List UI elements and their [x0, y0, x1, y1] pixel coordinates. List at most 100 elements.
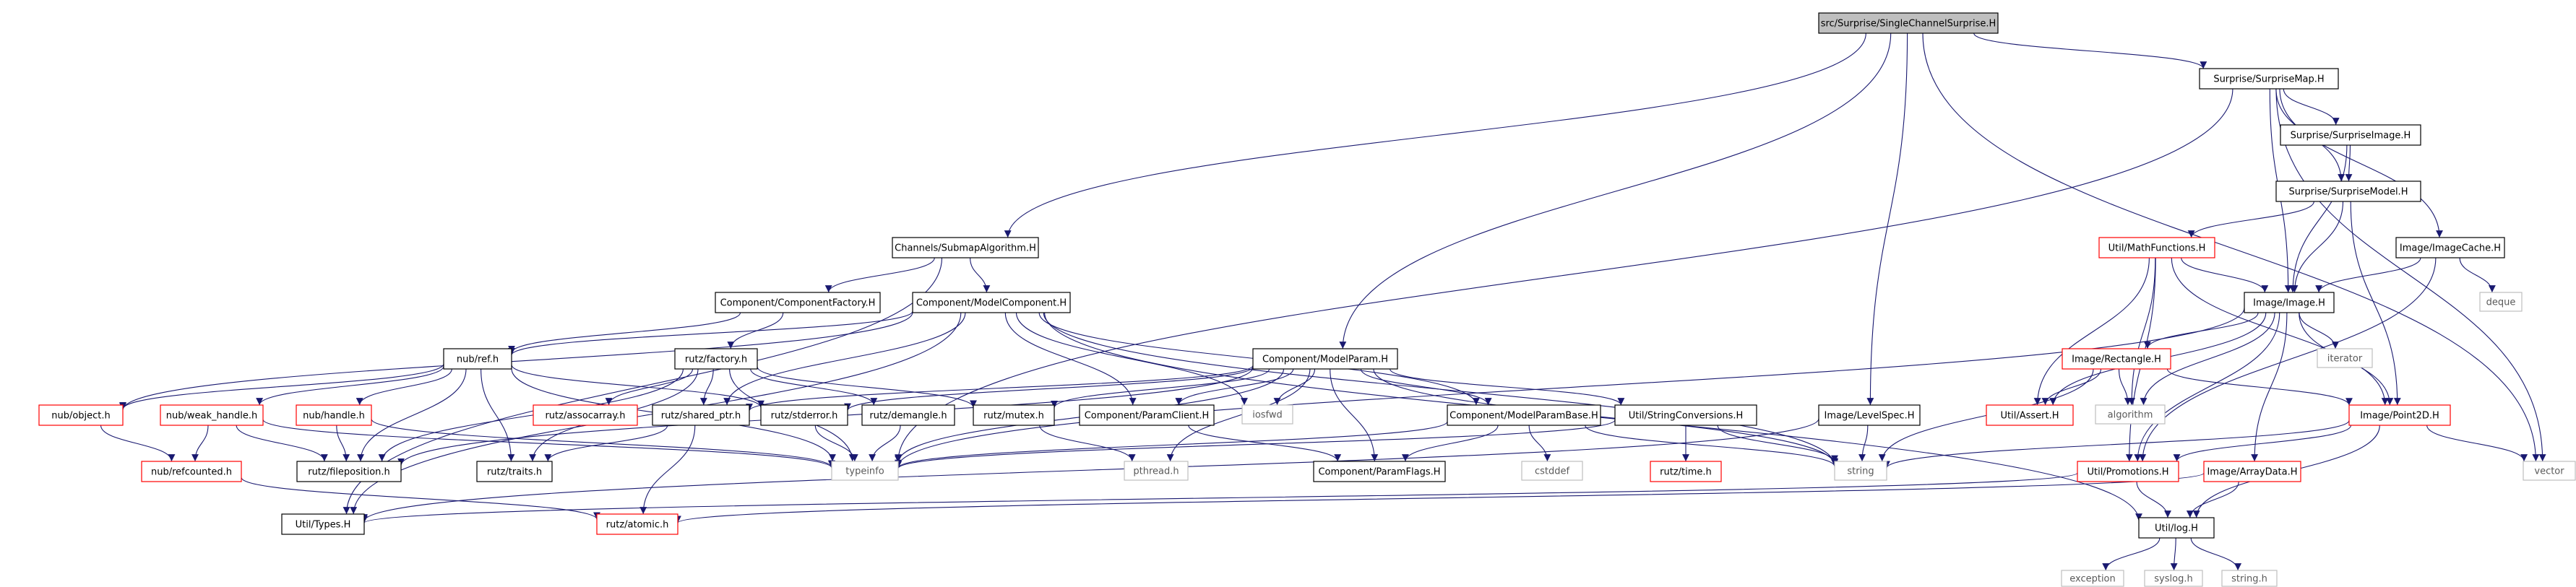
edge-MathFunctions-to-UtilAssert — [2033, 257, 2150, 406]
edge-SurpriseModel-to-Point2D — [2350, 201, 2401, 406]
edge-sharedptr-to-atomic — [639, 425, 696, 515]
node-mutex[interactable]: rutz/mutex.h — [973, 404, 1055, 426]
node-demangle[interactable]: rutz/demangle.h — [861, 404, 955, 426]
node-box — [2395, 237, 2505, 258]
node-MathFunctions[interactable]: Util/MathFunctions.H — [2098, 237, 2215, 258]
node-typeinfo: typeinfo — [831, 461, 899, 481]
edge-ModelParamBase-to-typeinfo — [895, 421, 1448, 469]
node-string: string — [1834, 461, 1887, 481]
node-ImageH[interactable]: Image/Image.H — [2244, 292, 2335, 313]
node-weakhandle[interactable]: nub/weak_handle.h — [160, 404, 264, 426]
node-box — [2077, 461, 2179, 482]
node-ModelParam[interactable]: Component/ModelParam.H — [1252, 348, 1398, 370]
node-UtilTypes[interactable]: Util/Types.H — [281, 513, 365, 535]
node-sharedptr[interactable]: rutz/shared_ptr.h — [652, 404, 750, 426]
node-box — [2098, 237, 2215, 258]
node-nubrefcounted[interactable]: nub/refcounted.h — [141, 461, 242, 482]
edge-SurpriseMap-to-SurpriseImage — [2283, 88, 2340, 126]
node-SurpriseMap[interactable]: Surprise/SurpriseMap.H — [2199, 68, 2339, 90]
node-syslog: syslog.h — [2144, 570, 2203, 587]
node-box — [2095, 404, 2166, 425]
edge-weakhandle-to-nubrefcounted — [191, 425, 209, 462]
node-label: iosfwd — [1252, 410, 1283, 421]
node-StringConversions[interactable]: Util/StringConversions.H — [1614, 404, 1757, 426]
node-label: Util/StringConversions.H — [1629, 411, 1744, 422]
node-nubobject[interactable]: nub/object.h — [38, 404, 124, 426]
edge-ModelComponent-to-nubref — [508, 310, 913, 356]
node-box — [596, 513, 679, 535]
dependency-nodes: src/Surprise/SingleChannelSurprise.H Surp… — [38, 12, 2576, 587]
node-box — [2199, 68, 2339, 90]
edge-ImageCache-to-ImageH — [2315, 257, 2421, 293]
edge-MathFunctions-to-ImageH — [2181, 257, 2269, 293]
node-label: Surprise/SurpriseImage.H — [2291, 131, 2411, 142]
node-Point2D[interactable]: Image/Point2D.H — [2348, 404, 2451, 426]
edge-nubref-to-stderror — [511, 364, 764, 408]
node-nubref[interactable]: nub/ref.h — [443, 348, 512, 370]
node-nubhandle[interactable]: nub/handle.h — [296, 404, 372, 426]
node-traits[interactable]: rutz/traits.h — [476, 461, 553, 482]
node-label: Image/Point2D.H — [2360, 411, 2439, 422]
node-SubmapAlgorithm[interactable]: Channels/SubmapAlgorithm.H — [892, 237, 1039, 258]
edge-demangle-to-typeinfo — [869, 425, 901, 462]
node-box — [2144, 570, 2203, 587]
node-ModelParamBase[interactable]: Component/ModelParamBase.H — [1447, 404, 1601, 426]
node-box — [2203, 461, 2301, 482]
node-ParamClient[interactable]: Component/ParamClient.H — [1079, 404, 1215, 426]
edge-rutzfactory-to-demangle — [750, 368, 878, 406]
node-UtilAssert[interactable]: Util/Assert.H — [1986, 404, 2074, 426]
node-Promotions[interactable]: Util/Promotions.H — [2077, 461, 2179, 482]
edge-rutzfactory-to-mutex — [757, 366, 977, 408]
node-label: Channels/SubmapAlgorithm.H — [895, 243, 1036, 254]
node-LevelSpec[interactable]: Image/LevelSpec.H — [1818, 404, 1921, 426]
edge-ParamClient-to-ParamFlags — [1188, 425, 1342, 462]
node-SurpriseModel[interactable]: Surprise/SurpriseModel.H — [2275, 181, 2421, 202]
node-ParamFlags[interactable]: Component/ParamFlags.H — [1313, 461, 1446, 482]
node-label: rutz/mutex.h — [983, 411, 1044, 422]
node-box — [296, 461, 402, 482]
edge-nubobject-to-nubrefcounted — [100, 425, 176, 462]
node-root[interactable]: src/Surprise/SingleChannelSurprise.H — [1818, 12, 1999, 34]
node-label: Util/Types.H — [296, 520, 351, 531]
edge-ModelParamBase-to-string — [1585, 425, 1838, 467]
node-box — [2280, 124, 2421, 146]
node-rutztime[interactable]: rutz/time.h — [1650, 461, 1722, 482]
node-ImageCache[interactable]: Image/ImageCache.H — [2395, 237, 2505, 258]
node-SurpriseImage[interactable]: Surprise/SurpriseImage.H — [2280, 124, 2421, 146]
node-box — [1986, 404, 2074, 426]
node-fileposition[interactable]: rutz/fileposition.h — [296, 461, 402, 482]
edge-SurpriseModel-to-ImageH — [2291, 201, 2344, 293]
node-label: nub/weak_handle.h — [166, 411, 257, 422]
node-ComponentFactory[interactable]: Component/ComponentFactory.H — [715, 292, 881, 313]
node-box — [2221, 570, 2278, 587]
edge-StringConversions-to-string — [1717, 425, 1838, 463]
node-label: iterator — [2327, 354, 2363, 365]
node-atomic[interactable]: rutz/atomic.h — [596, 513, 679, 535]
node-cstddef: cstddef — [1521, 461, 1583, 481]
node-box — [715, 292, 881, 313]
node-Rectangle[interactable]: Image/Rectangle.H — [2062, 348, 2171, 370]
edge-ModelParam-to-stderror — [844, 366, 1254, 411]
node-label: Component/ComponentFactory.H — [720, 298, 876, 309]
node-rutzfactory[interactable]: rutz/factory.h — [674, 348, 758, 370]
node-UtilLog[interactable]: Util/log.H — [2138, 517, 2215, 539]
edge-ModelParam-to-string — [1373, 368, 1838, 466]
node-box — [2317, 348, 2373, 368]
edge-ModelParam-to-iosfwd — [1273, 368, 1316, 406]
edge-ImageH-to-ArrayData — [2251, 312, 2288, 462]
node-box — [973, 404, 1055, 426]
node-algorithm: algorithm — [2095, 404, 2166, 425]
node-assocarray[interactable]: rutz/assocarray.h — [533, 404, 638, 426]
edge-ImageH-to-iterator — [2299, 312, 2339, 349]
node-label: Component/ModelParamBase.H — [1449, 411, 1598, 422]
edge-rutzfactory-to-sharedptr — [699, 368, 714, 406]
node-stderror[interactable]: rutz/stderror.h — [760, 404, 848, 426]
node-label: Component/ModelParam.H — [1262, 355, 1388, 365]
node-label: Image/LevelSpec.H — [1825, 411, 1915, 422]
node-box — [2523, 461, 2576, 481]
node-ModelComponent[interactable]: Component/ModelComponent.H — [912, 292, 1071, 313]
edge-ImageCache-to-deque — [2459, 257, 2496, 293]
node-box — [1447, 404, 1601, 426]
node-ArrayData[interactable]: Image/ArrayData.H — [2203, 461, 2301, 482]
node-box — [1818, 404, 1921, 426]
